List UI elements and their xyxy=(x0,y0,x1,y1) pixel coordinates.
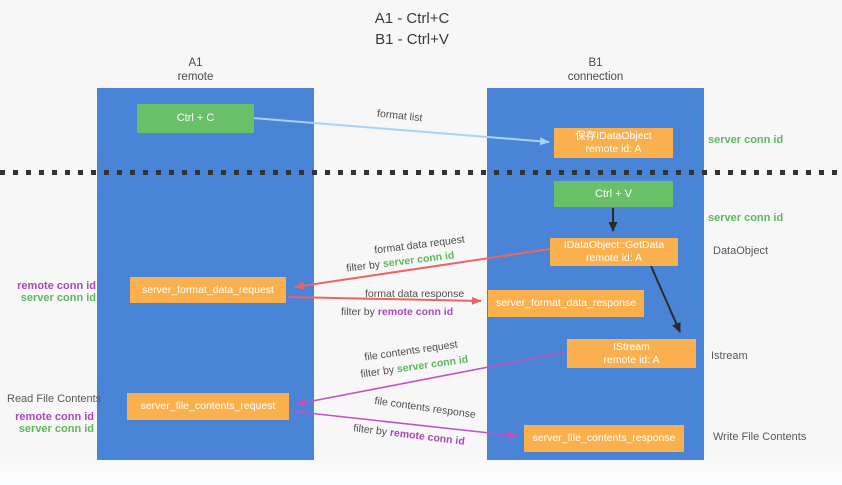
save-idataobject-node: 保存IDataObject remote id: A xyxy=(554,128,673,158)
server-conn-id-annotation: server conn id xyxy=(20,292,96,304)
lane-b1-name: B1 xyxy=(588,57,603,69)
server-file-contents-request-node: server_file_contents_request xyxy=(127,393,289,420)
filter-by-text: filter by xyxy=(341,306,375,318)
filter-by-text: filter by xyxy=(359,363,395,381)
server-format-data-response-node: server_format_data_response xyxy=(488,290,644,317)
server-file-contents-request-label: server_file_contents_request xyxy=(140,400,276,412)
remote-conn-id-annotation: remote conn id xyxy=(15,411,94,423)
ctrl-v-node: Ctrl + V xyxy=(554,181,673,207)
istream-annotation: Istream xyxy=(711,350,748,362)
filter-by-text: filter by xyxy=(345,258,381,275)
read-file-contents-annotation: Read File Contents xyxy=(7,393,102,405)
filter-by-text: filter by xyxy=(352,422,388,439)
remote-conn-id-text: remote conn id xyxy=(389,426,466,448)
server-conn-id-annotation: server conn id xyxy=(18,423,94,435)
lane-header-a1: A1 remote xyxy=(87,57,304,84)
diagram-title: A1 - Ctrl+C B1 - Ctrl+V xyxy=(330,8,494,50)
getdata-line2: remote id: A xyxy=(585,252,643,264)
istream-node: IStream remote id: A xyxy=(567,339,696,368)
lane-a1-name: A1 xyxy=(188,57,203,69)
server-conn-id-annotation-top: server conn id xyxy=(708,134,784,146)
remote-conn-id-annotation: remote conn id xyxy=(17,280,96,292)
lane-b1-role: connection xyxy=(567,70,624,83)
server-conn-id-annotation-mid: server conn id xyxy=(708,212,784,224)
server-file-contents-response-node: server_file_contents_response xyxy=(524,425,684,452)
ctrl-c-label: Ctrl + C xyxy=(176,112,215,124)
lane-header-b1: B1 connection xyxy=(487,57,704,84)
conn-id-annotation-top: remote conn id server conn id xyxy=(8,280,96,304)
conn-id-annotation-bottom: remote conn id server conn id xyxy=(8,411,94,435)
dataobject-annotation: DataObject xyxy=(713,245,769,257)
save-idataobject-line2: remote id: A xyxy=(585,143,642,155)
remote-conn-id-text: remote conn id xyxy=(377,306,454,318)
file-contents-response-label: file contents response xyxy=(373,394,477,422)
save-idataobject-line1: 保存IDataObject xyxy=(575,130,652,142)
istream-line1: IStream xyxy=(613,340,650,353)
ctrl-v-label: Ctrl + V xyxy=(595,187,632,200)
server-file-contents-response-label: server_file_contents_response xyxy=(532,432,676,444)
getdata-line1: IDataObject::GetData xyxy=(563,239,665,251)
title-line-2: B1 - Ctrl+V xyxy=(375,31,449,48)
server-format-data-response-label: server_format_data_response xyxy=(495,297,637,309)
format-list-label: format list xyxy=(376,107,424,125)
lane-a1-role: remote xyxy=(177,70,214,83)
istream-line2: remote id: A xyxy=(603,353,660,366)
ctrl-c-node: Ctrl + C xyxy=(137,104,254,133)
server-format-data-request-node: server_format_data_request xyxy=(130,277,286,303)
format-data-response-label: format data response xyxy=(365,288,465,300)
write-file-contents-annotation: Write File Contents xyxy=(713,431,807,443)
title-line-1: A1 - Ctrl+C xyxy=(374,10,450,27)
copy-paste-separator-line xyxy=(0,170,842,175)
idataobject-getdata-node: IDataObject::GetData remote id: A xyxy=(550,238,678,266)
server-format-data-request-label: server_format_data_request xyxy=(142,283,274,296)
